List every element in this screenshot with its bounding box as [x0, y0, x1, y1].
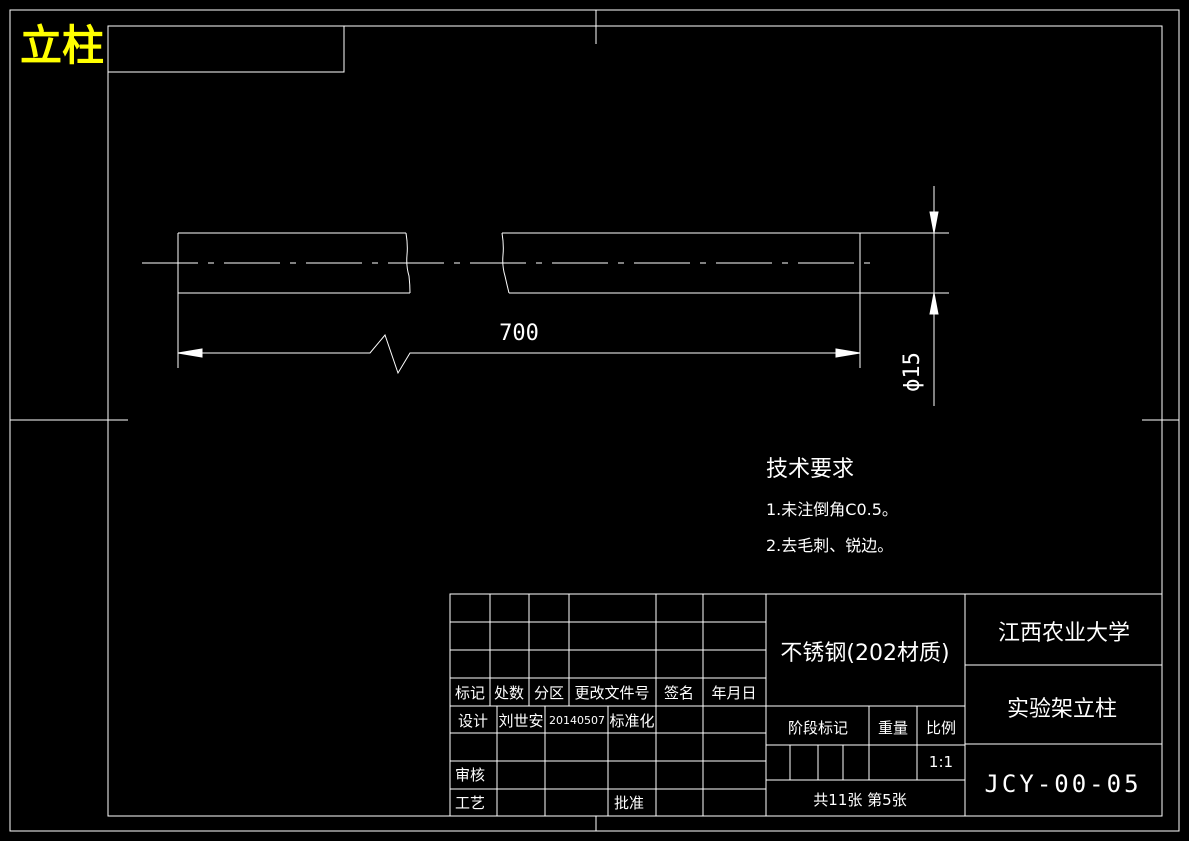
tb-header-zone: 分区 — [534, 684, 564, 702]
tb-review-label: 审核 — [455, 766, 485, 784]
tb-header-count: 处数 — [494, 684, 524, 702]
tb-design-label: 设计 — [458, 712, 488, 730]
diameter-dimension-text: ϕ15 — [900, 352, 925, 392]
tb-design-date: 20140507 — [549, 714, 605, 727]
title-block-grid — [449, 593, 1163, 817]
sheet-frame — [9, 9, 1180, 832]
tb-organization: 江西农业大学 — [998, 621, 1130, 646]
length-dimension-text: 700 — [499, 321, 539, 346]
tb-header-date: 年月日 — [711, 684, 756, 702]
tb-header-change-doc: 更改文件号 — [574, 684, 649, 702]
tech-requirements-heading: 技术要求 — [766, 457, 854, 482]
tech-requirement-item: 2.去毛刺、锐边。 — [766, 536, 893, 555]
tech-requirement-item: 1.未注倒角C0.5。 — [766, 500, 898, 519]
tb-approve-label: 批准 — [614, 794, 644, 812]
drawing-title: 立柱 — [20, 21, 104, 70]
tb-header-signature: 签名 — [664, 684, 694, 702]
tb-stage-label: 阶段标记 — [788, 719, 848, 737]
tb-sheets: 共11张 第5张 — [813, 791, 906, 809]
tb-material: 不锈钢(202材质) — [780, 641, 949, 666]
tb-drawing-number: JCY-00-05 — [984, 770, 1141, 798]
tb-standard-label: 标准化 — [609, 712, 654, 730]
tb-weight-label: 重量 — [878, 719, 908, 737]
part-outline — [177, 232, 949, 368]
tb-part-name: 实验架立柱 — [1007, 697, 1117, 722]
tb-process-label: 工艺 — [455, 794, 485, 812]
diameter-dimension — [929, 186, 939, 406]
tb-scale-label: 比例 — [926, 719, 956, 737]
length-dimension — [177, 333, 861, 375]
tb-designer: 刘世安 — [498, 712, 543, 730]
tb-header-mark: 标记 — [455, 684, 485, 702]
tb-scale-value: 1:1 — [929, 753, 953, 771]
